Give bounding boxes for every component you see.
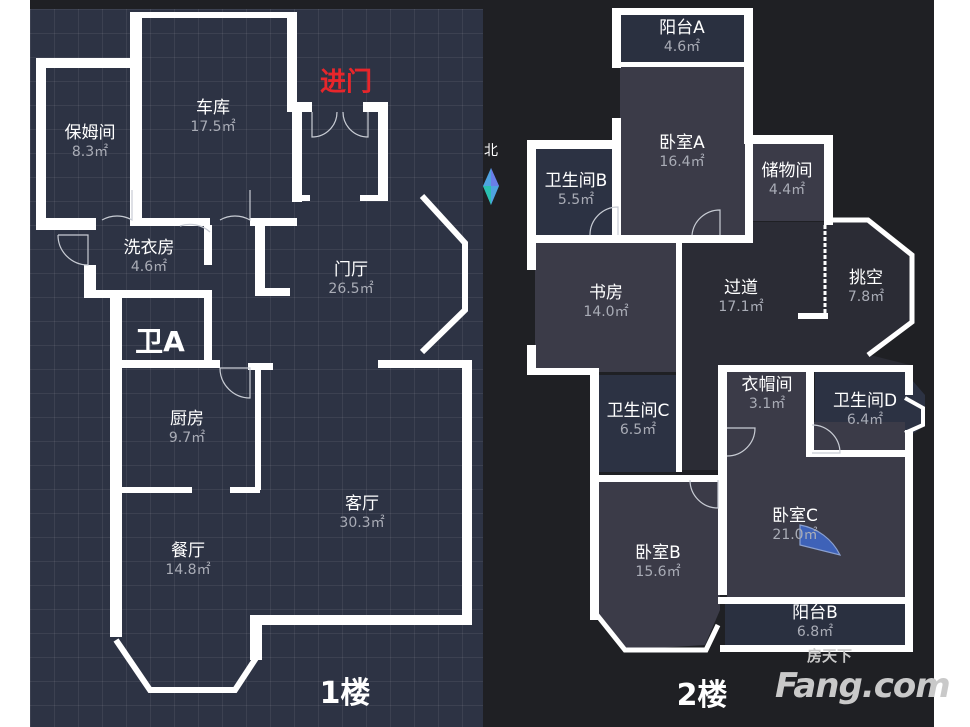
- room-area: 30.3㎡: [339, 514, 385, 531]
- room-name: 卫生间C: [606, 401, 670, 422]
- fill-balcony-a: [620, 15, 745, 65]
- room-area: 9.7㎡: [168, 429, 206, 446]
- room-area: 17.5㎡: [190, 118, 236, 135]
- watermark-cn: 房天下: [807, 647, 853, 665]
- room-name: 挑空: [848, 268, 883, 289]
- room-name: 卫生间B: [544, 171, 608, 192]
- room-name: 储物间: [761, 161, 813, 182]
- floor2-windows: [595, 217, 925, 653]
- room-name: 客厅: [344, 494, 379, 515]
- page-margin-right: [934, 0, 970, 727]
- room-name: 餐厅: [170, 541, 205, 562]
- room-area: 4.4㎡: [768, 181, 806, 198]
- room-area: 4.6㎡: [130, 258, 168, 275]
- room-name: 卧室B: [635, 543, 681, 564]
- room-name: 阳台A: [659, 18, 705, 39]
- room-name: 卧室A: [659, 133, 705, 154]
- north-compass-icon: [483, 168, 499, 205]
- floor2-walls: [527, 8, 913, 652]
- room-name: 卧室C: [772, 506, 818, 527]
- fill-bath-c: [597, 375, 680, 472]
- room-area: 7.8㎡: [847, 288, 885, 305]
- wc-a-label: 卫A: [135, 325, 185, 358]
- floor1-walls: [36, 12, 472, 660]
- room-area: 4.6㎡: [663, 38, 701, 55]
- watermark-en: Fang.com: [775, 666, 951, 706]
- fill-balcony-b: [725, 603, 913, 648]
- room-name: 卫生间D: [832, 391, 898, 412]
- fill-bedroom-b: [597, 480, 720, 650]
- fill-study: [535, 242, 680, 372]
- fill-corridor: [680, 222, 912, 470]
- room-area: 21.0㎡: [772, 526, 818, 543]
- fill-bedroom-a: [620, 65, 745, 238]
- floor1-doors: [57, 111, 369, 399]
- floor2-label: 2楼: [676, 678, 728, 713]
- room-area: 15.6㎡: [635, 563, 681, 580]
- room-name: 门厅: [333, 260, 368, 281]
- entrance-label: 进门: [319, 67, 373, 98]
- floor2-doors: [589, 206, 842, 556]
- room-area: 8.3㎡: [71, 143, 109, 160]
- room-area: 14.8㎡: [165, 561, 211, 578]
- fang-watermark-logo: 房天下 Fang.com: [775, 647, 951, 708]
- room-name: 过道: [723, 278, 758, 299]
- fill-bath-b: [535, 148, 620, 238]
- room-area: 17.1㎡: [718, 298, 764, 315]
- room-name: 厨房: [169, 409, 204, 430]
- room-area: 14.0㎡: [583, 303, 629, 320]
- room-name: 书房: [588, 283, 623, 304]
- page-margin-left: [0, 0, 30, 727]
- room-name: 阳台B: [792, 603, 838, 624]
- room-area: 6.5㎡: [619, 421, 657, 438]
- room-area: 5.5㎡: [557, 191, 595, 208]
- floor1-label: 1楼: [319, 676, 371, 711]
- fill-storage: [752, 143, 827, 221]
- room-name: 洗衣房: [123, 238, 175, 259]
- fill-closet: [727, 372, 809, 422]
- room-area: 6.8㎡: [796, 623, 834, 640]
- room-area: 6.4㎡: [846, 411, 884, 428]
- floor1-windows: [113, 193, 468, 693]
- north-label: 北: [484, 143, 498, 159]
- room-area: 16.4㎡: [659, 153, 705, 170]
- room-area: 3.1㎡: [748, 395, 786, 412]
- room-area: 26.5㎡: [328, 280, 374, 297]
- room-name: 衣帽间: [741, 375, 793, 396]
- room-name: 保姆间: [64, 123, 116, 144]
- room-name: 车库: [195, 98, 230, 119]
